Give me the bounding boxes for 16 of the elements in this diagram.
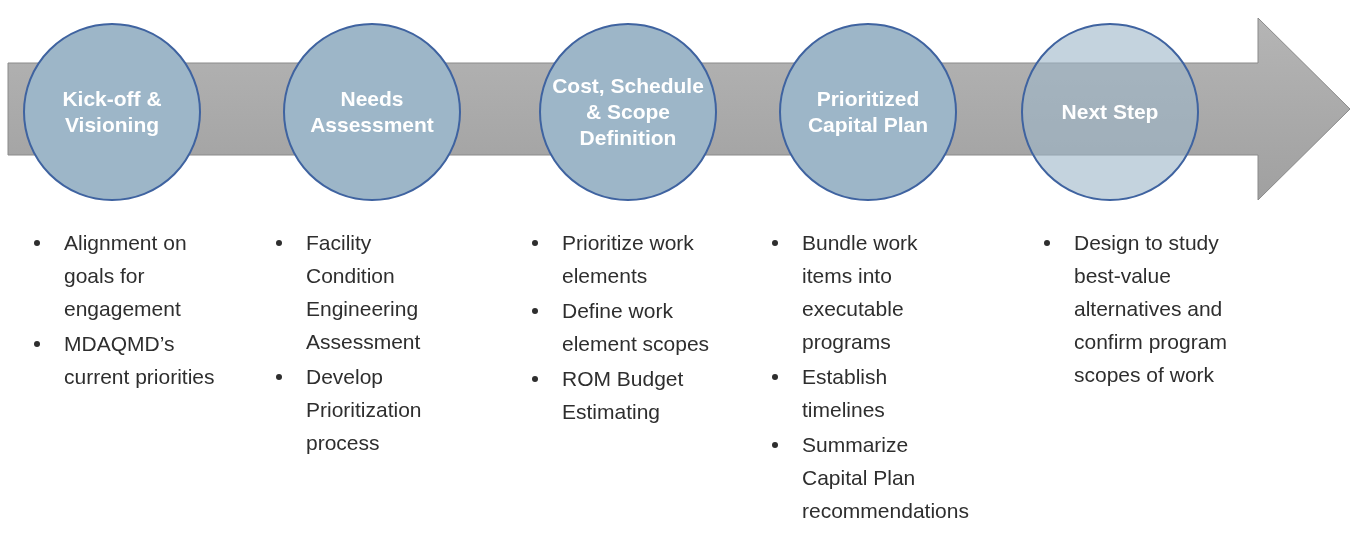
bullet-text: ROM Budget Estimating — [562, 367, 684, 423]
bullet-text: Design to study best-value alternatives and confirm program scopes of work — [1074, 231, 1227, 386]
step-title: Next Step — [1060, 99, 1160, 125]
step-title: Prioritized Capital Plan — [806, 86, 930, 138]
step-title: Kick-off & Visioning — [61, 86, 163, 138]
step-title: Needs Assessment — [309, 86, 435, 138]
bullet-text: Define work element scopes — [562, 299, 710, 355]
bullet-text: Develop Prioritization process — [306, 365, 422, 454]
bullet-text: MDAQMD’s current priorities — [64, 332, 215, 388]
bullet-text: Prioritize work elements — [562, 231, 694, 287]
bullet-text: Facility Condition Engineering Assessment — [306, 231, 421, 353]
step-title: Cost, Schedule & Scope Definition — [551, 73, 705, 151]
bullet-text: Establish timelines — [802, 365, 888, 421]
bullet-text: Alignment on goals for engagement — [64, 231, 187, 320]
bullet-text: Bundle work items into executable programs — [802, 231, 918, 353]
bullet-text: Summarize Capital Plan recommendations — [802, 433, 969, 522]
